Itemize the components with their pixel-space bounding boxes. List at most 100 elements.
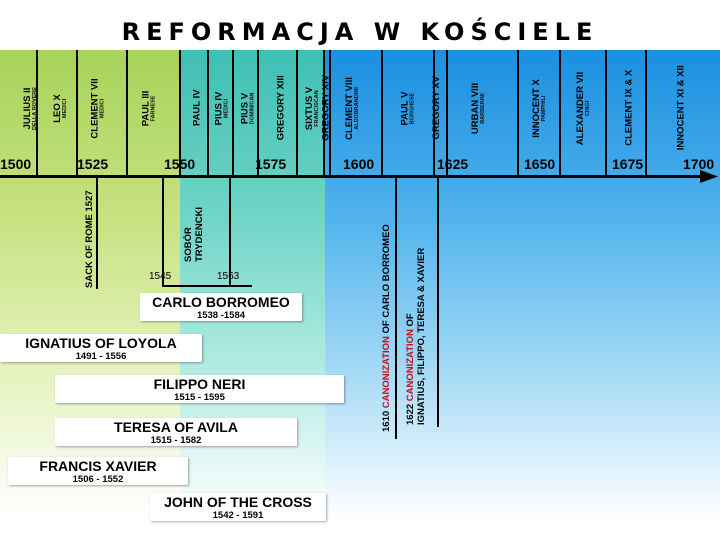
reign-divider xyxy=(323,50,325,176)
pope-innocent-x: INNOCENT X PAMPHILI xyxy=(519,58,559,158)
trent-end-line xyxy=(229,177,231,287)
arrowhead-shape xyxy=(700,170,718,183)
pope-name: INNOCENT XI & XII xyxy=(675,65,687,151)
sack-of-rome-line xyxy=(96,177,98,289)
timeline-axis xyxy=(0,175,702,178)
person-dates: 1515 - 1582 xyxy=(150,435,202,446)
person-name: CARLO BORROMEO xyxy=(152,294,290,310)
pope-family: BORGHESE xyxy=(409,92,415,124)
pope-innocent-xi-xii: INNOCENT XI & XII xyxy=(661,58,701,158)
slide-title: REFORMACJA W KOŚCIELE xyxy=(121,18,599,46)
canonization-1622-rest: OF xyxy=(405,313,416,327)
reign-divider xyxy=(296,50,298,176)
year-label: 1700 xyxy=(683,156,715,172)
pope-label: INNOCENT XI & XII xyxy=(675,65,687,151)
pope-gregory-xv: GREGORY XV xyxy=(417,58,457,158)
reign-divider xyxy=(329,50,331,176)
council-of-trent-label: SOBÓR TRYDENCKI xyxy=(183,206,206,262)
pope-name: CLEMENT VIII xyxy=(343,76,355,140)
pope-family: BARBERINI xyxy=(480,92,487,124)
pope-name: JULIUS II xyxy=(21,87,33,129)
person-name: TERESA OF AVILA xyxy=(114,419,238,435)
pope-label: URBAN VIII BARBERINI xyxy=(471,82,487,133)
council-label-line2: TRYDENCKI xyxy=(193,206,205,262)
pope-family: MEDICI xyxy=(99,98,106,118)
reign-divider xyxy=(517,50,519,176)
pope-label: CLEMENT VII MEDICI xyxy=(90,78,106,138)
canonization-1610-year: 1610 xyxy=(381,410,392,432)
year-label: 1650 xyxy=(524,156,556,172)
pope-paul-iii: PAUL III FARNESE xyxy=(129,58,169,158)
pope-label: ALEXANDER VII CHIGI xyxy=(576,71,592,144)
person-name: FRANCIS XAVIER xyxy=(39,458,157,474)
person-dates: 1538 -1584 xyxy=(196,310,246,321)
person-name: IGNATIUS OF LOYOLA xyxy=(25,335,177,351)
person-bar-teresa-of-avila: TERESA OF AVILA 1515 - 1582 xyxy=(55,418,297,446)
reign-divider xyxy=(36,50,38,176)
year-label: 1675 xyxy=(612,156,644,172)
person-dates: 1491 - 1556 xyxy=(75,351,127,362)
person-dates: 1506 - 1552 xyxy=(72,474,124,485)
pope-label: PAUL III FARNESE xyxy=(140,90,156,126)
era-background xyxy=(0,50,720,540)
reign-divider xyxy=(446,50,448,176)
sack-of-rome-label: SACK OF ROME 1527 xyxy=(84,190,95,288)
canonization-1622-word: CANONIZATION xyxy=(405,329,416,402)
trent-start-line xyxy=(162,177,164,287)
year-label: 1625 xyxy=(437,156,469,172)
person-dates: 1542 - 1591 xyxy=(212,510,264,521)
pope-urban-viii: URBAN VIII BARBERINI xyxy=(459,58,499,158)
canonization-1622-saints: IGNATIUS, FILIPPO, TERESA & XAVIER xyxy=(415,247,427,425)
canonization-1610-label: 1610 CANONIZATION OF CARLO BORROMEO xyxy=(381,224,393,432)
canonization-1622-label: 1622 CANONIZATION OF IGNATIUS, FILIPPO, … xyxy=(405,247,428,425)
canonization-1610-line xyxy=(395,177,397,439)
person-name: JOHN OF THE CROSS xyxy=(164,494,312,510)
person-bar-john-of-the-cross: JOHN OF THE CROSS 1542 - 1591 xyxy=(150,493,326,521)
pope-name: LEO X xyxy=(51,93,63,123)
year-label: 1525 xyxy=(77,156,109,172)
reign-divider xyxy=(232,50,234,176)
pope-leo-x: LEO X MEDICI xyxy=(40,58,80,158)
pope-label: INNOCENT X PAMPHILI xyxy=(530,78,547,138)
pope-label: CLEMENT VIII ALDOBRANDINI xyxy=(343,76,360,140)
trent-start-year: 1545 xyxy=(149,271,172,282)
reign-divider xyxy=(433,50,435,176)
year-label: 1550 xyxy=(164,156,196,172)
pope-family: PAMPHILI xyxy=(540,95,546,121)
person-dates: 1515 - 1595 xyxy=(174,392,225,403)
axis-arrowhead xyxy=(700,170,718,183)
reign-divider xyxy=(126,50,128,176)
era-band-blue xyxy=(325,50,720,520)
canonization-1622-year: 1622 xyxy=(405,403,416,425)
year-label: 1575 xyxy=(255,156,287,172)
year-label: 1500 xyxy=(0,156,32,172)
pope-family: CHIGI xyxy=(585,100,591,116)
reign-divider xyxy=(381,50,383,176)
pope-label: LEO X MEDICI xyxy=(51,93,67,123)
pope-family: FARNESE xyxy=(149,95,156,121)
trent-end-year: 1563 xyxy=(217,271,240,282)
pope-label: PAUL V BORGHESE xyxy=(400,91,416,125)
reign-divider xyxy=(605,50,607,176)
pope-name: PAUL IV xyxy=(191,89,203,127)
pope-label: PAUL IV xyxy=(191,89,203,127)
pope-label: PIUS V DOMINICAN xyxy=(240,92,256,124)
person-bar-ignatius-of-loyola: IGNATIUS OF LOYOLA 1491 - 1556 xyxy=(0,334,202,362)
pope-name: CLEMENT IX & X xyxy=(623,69,635,147)
canonization-1610-word: CANONIZATION xyxy=(381,336,392,409)
reign-divider xyxy=(559,50,561,176)
year-label: 1600 xyxy=(343,156,375,172)
pope-clement-viii: CLEMENT VIII ALDOBRANDINI xyxy=(332,58,372,158)
pope-clement-vii: CLEMENT VII MEDICI xyxy=(78,58,118,158)
pope-label: GREGORY XIII xyxy=(275,76,286,141)
person-name: FILIPPO NERI xyxy=(153,376,246,392)
person-bar-francis-xavier: FRANCIS XAVIER 1506 - 1552 xyxy=(8,457,188,485)
reign-divider xyxy=(179,50,181,176)
trent-span-line xyxy=(162,285,252,287)
pope-name: INNOCENT X xyxy=(530,78,542,138)
pope-alexander-vii: ALEXANDER VII CHIGI xyxy=(564,58,604,158)
pope-family: MEDICI xyxy=(60,98,67,118)
person-bar-carlo-borromeo: CARLO BORROMEO 1538 -1584 xyxy=(140,293,302,321)
person-bar-filippo-neri: FILIPPO NERI 1515 - 1595 xyxy=(55,375,344,403)
